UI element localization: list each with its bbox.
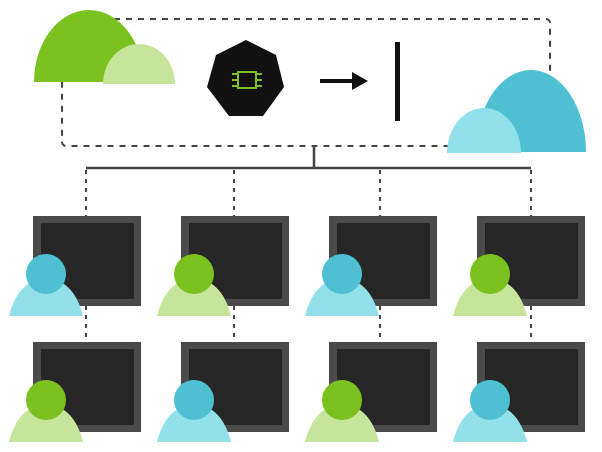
user-avatar-icon [305,380,379,442]
arrow-right-icon [320,72,368,90]
user-avatar-icon [157,254,231,316]
text-cursor-bar-icon [395,42,400,121]
workstation [453,342,585,442]
user-avatar-icon [9,254,83,316]
workstation [453,216,585,316]
dashed-drop-lines [85,170,532,342]
workstation [9,216,141,316]
left-cloud-icon [34,10,175,84]
workstation [305,342,437,442]
monitor-icon [181,216,289,306]
workstation [9,342,141,442]
workstation [305,216,437,316]
workstation-grid [9,216,585,442]
workstation [157,342,289,442]
right-cloud-icon [447,70,586,153]
workstation [157,216,289,316]
connection-lines [86,146,531,170]
user-avatar-icon [9,380,83,442]
user-avatar-icon [157,380,231,442]
user-avatar-icon [453,254,527,316]
user-avatar-icon [305,254,379,316]
heptagon-chip-icon [207,40,284,116]
user-avatar-icon [453,380,527,442]
